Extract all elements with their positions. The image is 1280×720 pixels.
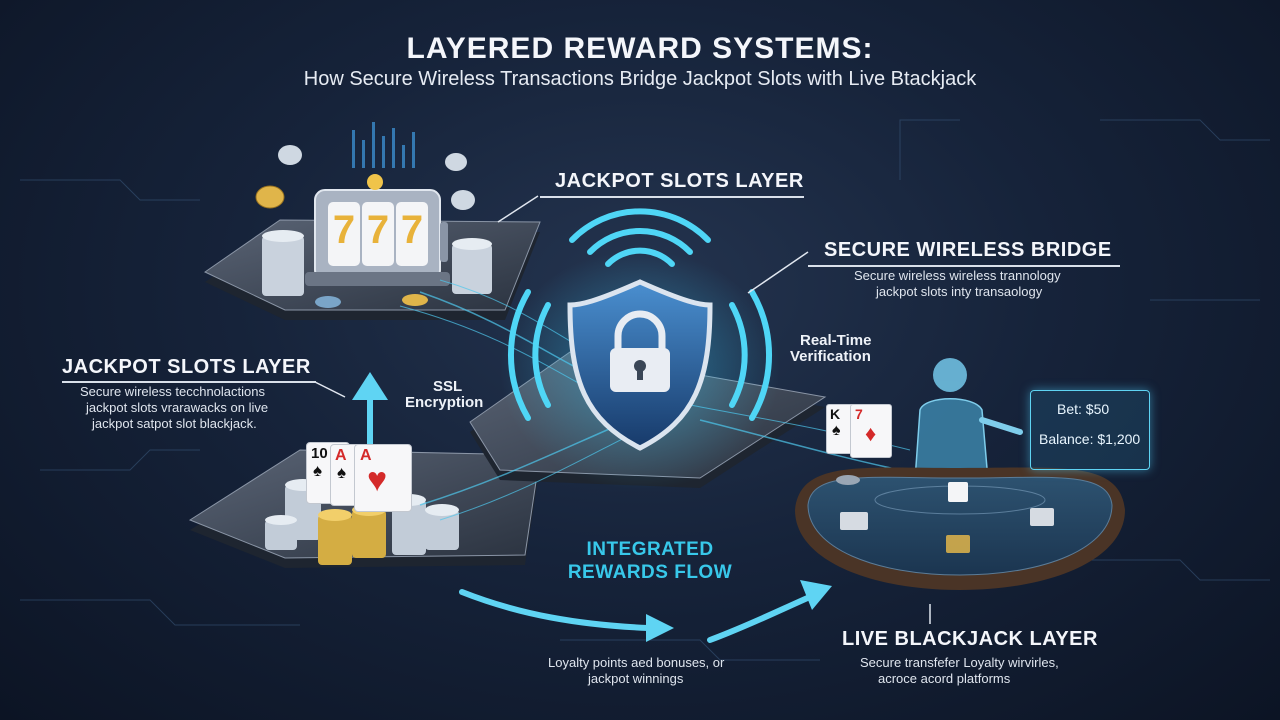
shield-lock-icon — [500, 250, 780, 490]
rewards-flow-arrowheads — [646, 580, 832, 642]
balance-amount: Balance: $1,200 — [1039, 431, 1141, 447]
slots-layer-underline — [540, 196, 804, 198]
card-suit: ♠ — [832, 422, 841, 439]
card-rank: A — [335, 447, 347, 464]
bet-balance-panel: Bet: $50 Balance: $1,200 — [1030, 390, 1150, 470]
data-bars-icon — [352, 122, 415, 168]
left-desc-line-2: jackpot slots vrarawacks on live — [86, 400, 269, 415]
page-title: LAYERED REWARD SYSTEMS: — [406, 32, 874, 65]
rewards-caption-line-2: jackpot winnings — [588, 671, 684, 686]
card-suit: ♦ — [865, 421, 877, 446]
left-callout-connector — [314, 381, 346, 398]
wireless-signal-icon — [508, 208, 772, 421]
rewards-flow-line-1: INTEGRATED — [586, 539, 714, 560]
ssl-label-line-1: SSL — [433, 378, 463, 395]
left-layer-title: JACKPOT SLOTS LAYER — [62, 356, 311, 378]
realtime-label-line-1: Real-Time — [800, 332, 872, 349]
card-suit: ♠ — [313, 461, 323, 480]
left-desc-line-1: Secure wireless tecchnolactions — [80, 384, 265, 399]
bridge-desc-line-2: jackpot slots inty transaology — [876, 284, 1043, 299]
card-rank: K — [830, 406, 841, 422]
ssl-label-line-2: Encryption — [405, 394, 484, 411]
bridge-title: SECURE WIRELESS BRIDGE — [824, 239, 1112, 261]
bridge-callout-connector — [747, 251, 809, 294]
circuit-background — [20, 119, 1270, 661]
left-desc-line-3: jackpot satpot slot blackjack. — [92, 416, 257, 431]
rewards-flow-line-2: REWARDS FLOW — [567, 562, 733, 583]
slot-reel-1: 7 — [332, 208, 356, 252]
playing-card-ace-hearts: A ♥ — [354, 444, 412, 512]
blackjack-desc-line-2: acroce acord platforms — [878, 671, 1011, 686]
playing-card-seven-diamonds: 7 ♦ — [850, 404, 892, 458]
rewards-caption-line-1: Loyalty points aed bonuses, or — [548, 655, 725, 670]
slots-layer-title: JACKPOT SLOTS LAYER — [555, 170, 804, 192]
card-suit: ♥ — [367, 461, 388, 499]
bridge-desc-line-1: Secure wireless wireless trannology — [854, 268, 1061, 283]
blackjack-desc-line-1: Secure transfefer Loyalty wirvirles, — [860, 655, 1059, 670]
blackjack-table — [795, 467, 1125, 590]
slot-coin-stacks — [255, 145, 492, 308]
card-suit: ♠ — [337, 463, 347, 482]
blackjack-layer-title: LIVE BLACKJACK LAYER — [842, 628, 1098, 650]
slot-reel-2: 7 — [366, 208, 390, 252]
chip-stacks-icon — [265, 479, 459, 565]
slot-reel-3: 7 — [400, 208, 424, 252]
dealer-figure — [914, 358, 1023, 481]
slot-machine-icon — [305, 174, 450, 286]
card-rank: 7 — [855, 406, 863, 422]
bet-amount: Bet: $50 — [1057, 401, 1110, 417]
card-rank: 10 — [311, 445, 328, 462]
realtime-label-line-2: Verification — [790, 348, 871, 365]
rewards-flow-arrow-icon — [459, 589, 815, 643]
card-rank: A — [360, 447, 372, 464]
bridge-underline — [808, 265, 1120, 267]
page-subtitle: How Secure Wireless Transactions Bridge … — [303, 68, 977, 90]
left-layer-underline — [62, 381, 316, 383]
slots-callout-connector — [497, 195, 539, 223]
rewards-flow-title: INTEGRATED REWARDS FLOW — [560, 538, 740, 584]
